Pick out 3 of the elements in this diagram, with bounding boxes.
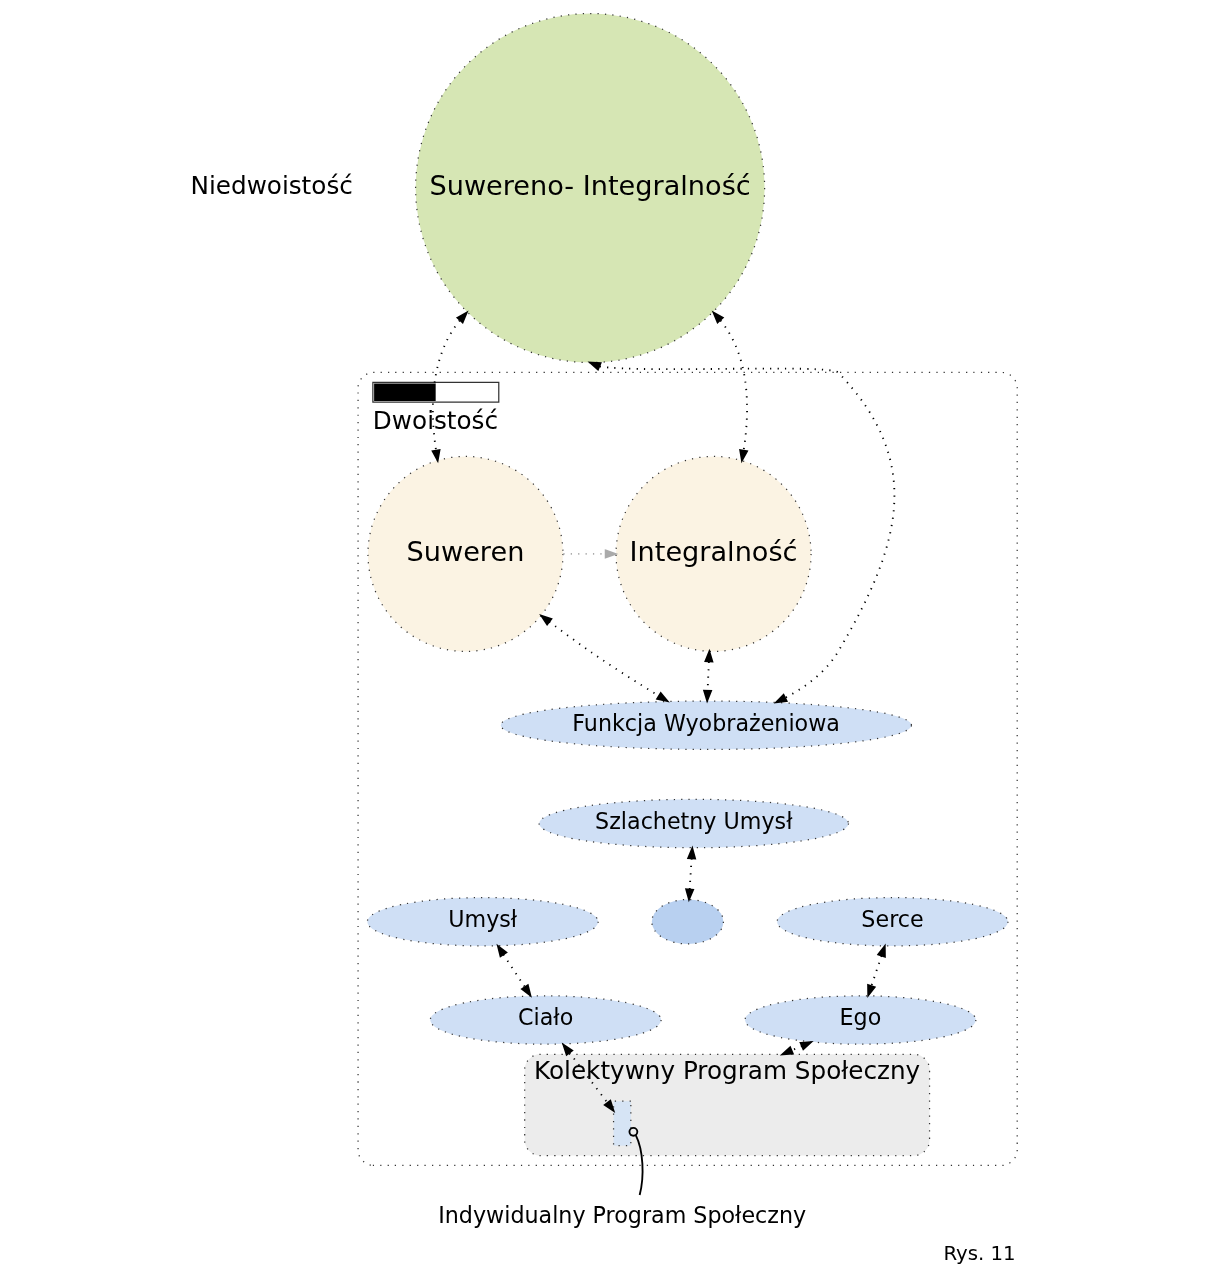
caption: Rys. 11 <box>943 1242 1016 1266</box>
node-text: Indywidualny Program Społeczny <box>438 1201 807 1228</box>
label: Niedwoistość <box>190 171 353 201</box>
